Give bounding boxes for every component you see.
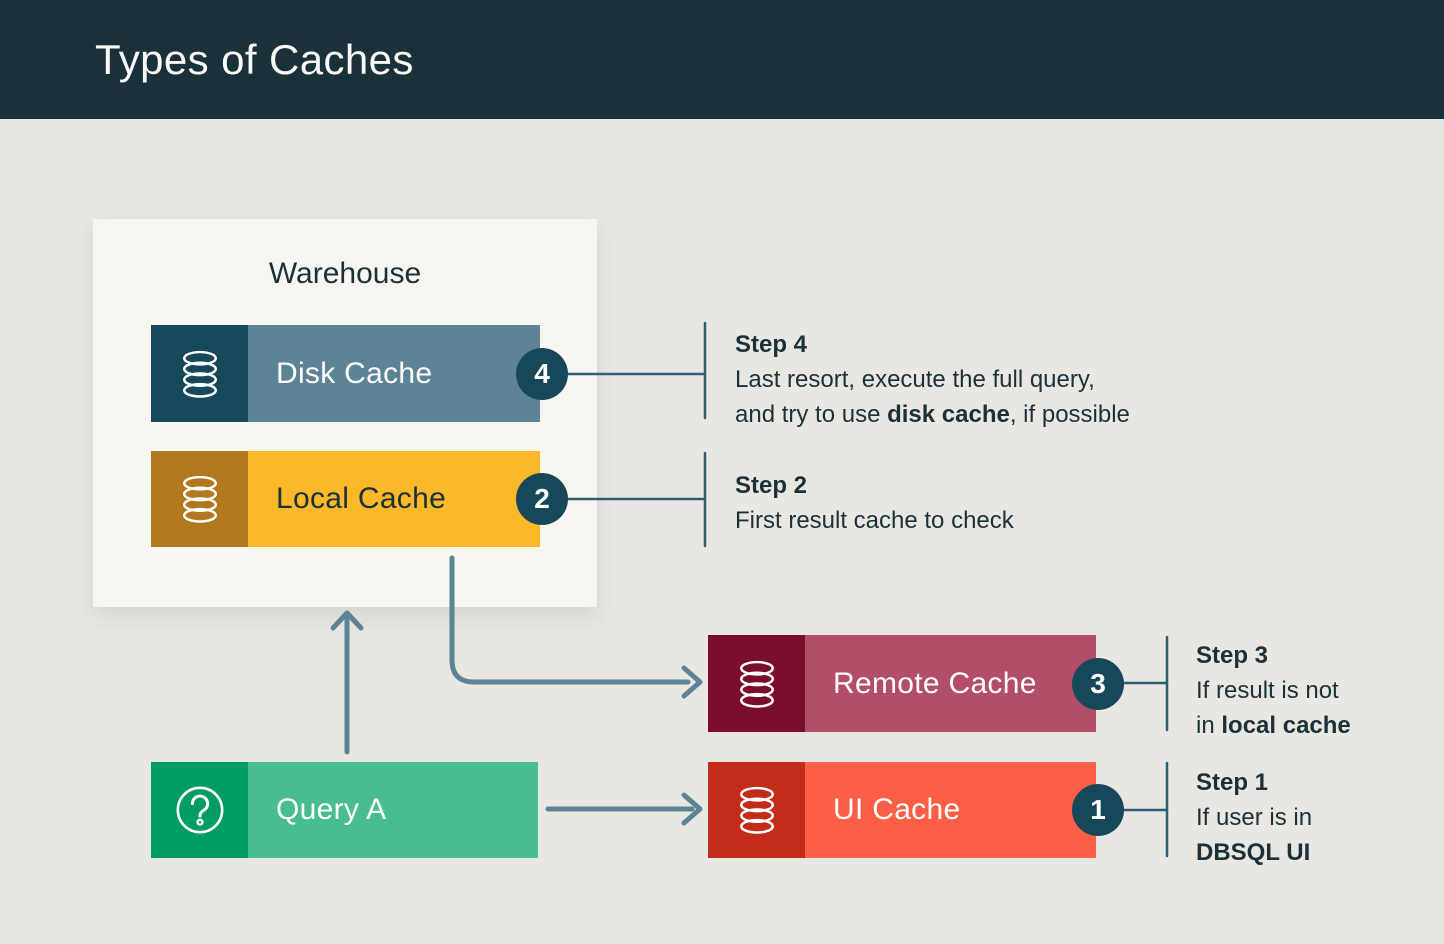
local-to-remote-cache-arrowhead <box>681 665 703 699</box>
warehouse-label: Warehouse <box>268 257 422 290</box>
step-4-line-1: Last resort, execute the full query, <box>735 366 1095 393</box>
database-icon <box>151 325 248 422</box>
step-1-annotation: Step 1 If user is in DBSQL UI <box>1196 765 1312 870</box>
step-2-title: Step 2 <box>735 472 808 499</box>
local-cache-step-badge: 2 <box>516 473 568 525</box>
local-cache-node: Local Cache 2 <box>151 451 568 547</box>
remote-cache-node: Remote Cache 3 <box>708 635 1124 732</box>
step-4-title: Step 4 <box>735 331 808 358</box>
header: Types of Caches <box>0 0 1444 119</box>
query-to-ui-cache-arrowhead <box>681 792 703 826</box>
database-icon <box>708 762 805 858</box>
disk-cache-label: Disk Cache <box>248 325 540 422</box>
local-cache-label: Local Cache <box>248 451 540 547</box>
query-a-node: Query A <box>151 762 538 858</box>
page-title: Types of Caches <box>95 35 414 83</box>
step-1-line-2: DBSQL UI <box>1196 839 1311 866</box>
step-4-line-2: and try to use disk cache, if possible <box>735 401 1130 428</box>
disk-cache-step-badge: 4 <box>516 347 568 400</box>
step-1-line-1: If user is in <box>1196 804 1313 831</box>
ui-cache-label: UI Cache <box>805 762 1096 858</box>
diagram-body: Warehouse <box>0 119 1444 944</box>
step-1-title: Step 1 <box>1196 769 1269 796</box>
step-2-annotation: Step 2 First result cache to check <box>735 468 1014 538</box>
disk-cache-node: Disk Cache 4 <box>151 325 568 422</box>
remote-cache-step-badge: 3 <box>1072 657 1124 710</box>
step-2-line-1: First result cache to check <box>735 507 1014 534</box>
step-3-annotation: Step 3 If result is not in local cache <box>1196 638 1351 743</box>
remote-cache-label: Remote Cache <box>805 635 1096 732</box>
query-a-label: Query A <box>248 762 538 858</box>
step-3-line-2: in local cache <box>1196 712 1351 739</box>
question-mark-icon <box>151 762 248 858</box>
database-icon <box>708 635 805 732</box>
database-icon <box>151 451 248 547</box>
step-3-title: Step 3 <box>1196 642 1269 669</box>
ui-cache-node: UI Cache 1 <box>708 762 1124 858</box>
step-3-line-1: If result is not <box>1196 677 1339 704</box>
step-4-annotation: Step 4 Last resort, execute the full que… <box>735 327 1130 432</box>
query-to-warehouse-arrowhead <box>330 610 364 631</box>
ui-cache-step-badge: 1 <box>1072 784 1124 836</box>
